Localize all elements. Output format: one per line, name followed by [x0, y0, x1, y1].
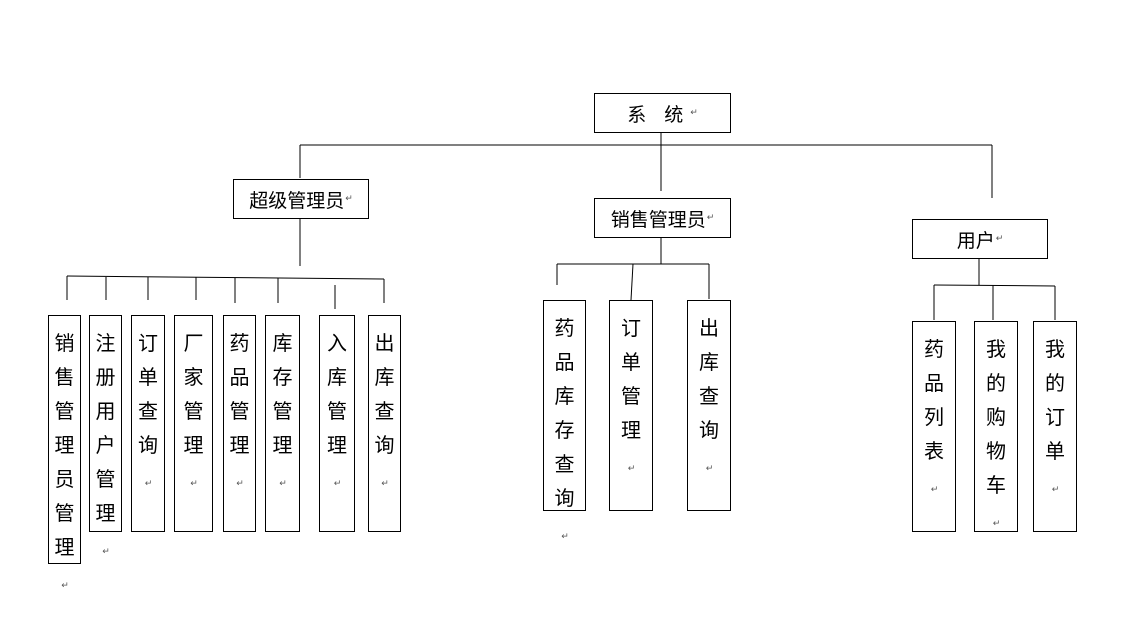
node-sales-admin: 销售管理员↵	[594, 198, 731, 238]
leaf-label: 入库管理↵	[327, 331, 347, 489]
leaf-label: 我的订单↵	[1045, 337, 1065, 495]
leaf-user-0: 药品列表↵	[912, 321, 956, 532]
leaf-super-3: 厂家管理↵	[174, 315, 213, 532]
leaf-user-1: 我的购物车↵	[974, 321, 1018, 532]
leaf-sales-0: 药品库存查询↵	[543, 300, 586, 542]
leaf-super-2: 订单查询↵	[131, 315, 165, 532]
leaf-label: 出库查询↵	[374, 331, 395, 489]
root-label: 系 统	[627, 103, 690, 126]
leaf-super-0: 销售管理员管理↵	[48, 315, 81, 591]
leaf-label: 注册用户管理↵	[95, 331, 116, 557]
sales-drop-1	[630, 263, 634, 301]
leaf-label: 药品库存查询↵	[554, 316, 575, 542]
leaf-label: 库存管理↵	[272, 331, 293, 489]
leaf-super-5: 库存管理↵	[265, 315, 300, 532]
leaf-super-7: 出库查询↵	[368, 315, 401, 532]
root-node: 系 统↵	[594, 93, 731, 133]
leaf-label: 厂家管理↵	[183, 331, 204, 489]
leaf-label: 我的购物车↵	[986, 337, 1006, 529]
leaf-super-6: 入库管理↵	[319, 315, 355, 532]
node-super-admin: 超级管理员↵	[233, 179, 369, 219]
leaf-label: 出库查询↵	[699, 316, 719, 474]
node-label: 销售管理员	[610, 208, 706, 231]
leaf-label: 订单管理↵	[621, 316, 641, 474]
leaf-sales-2: 出库查询↵	[687, 300, 731, 511]
leaf-label: 药品管理↵	[229, 331, 250, 489]
leaf-label: 药品列表↵	[924, 337, 944, 495]
leaf-label: 订单查询↵	[138, 331, 158, 489]
leaf-super-4: 药品管理↵	[223, 315, 256, 532]
node-user: 用户↵	[912, 219, 1048, 259]
leaf-user-2: 我的订单↵	[1033, 321, 1077, 532]
leaf-sales-1: 订单管理↵	[609, 300, 653, 511]
leaf-label: 销售管理员管理↵	[54, 331, 75, 591]
node-label: 用户	[956, 229, 995, 252]
node-label: 超级管理员	[249, 189, 345, 212]
super-bus	[66, 275, 385, 280]
leaf-super-1: 注册用户管理↵	[89, 315, 122, 557]
user-bus	[933, 284, 1056, 287]
